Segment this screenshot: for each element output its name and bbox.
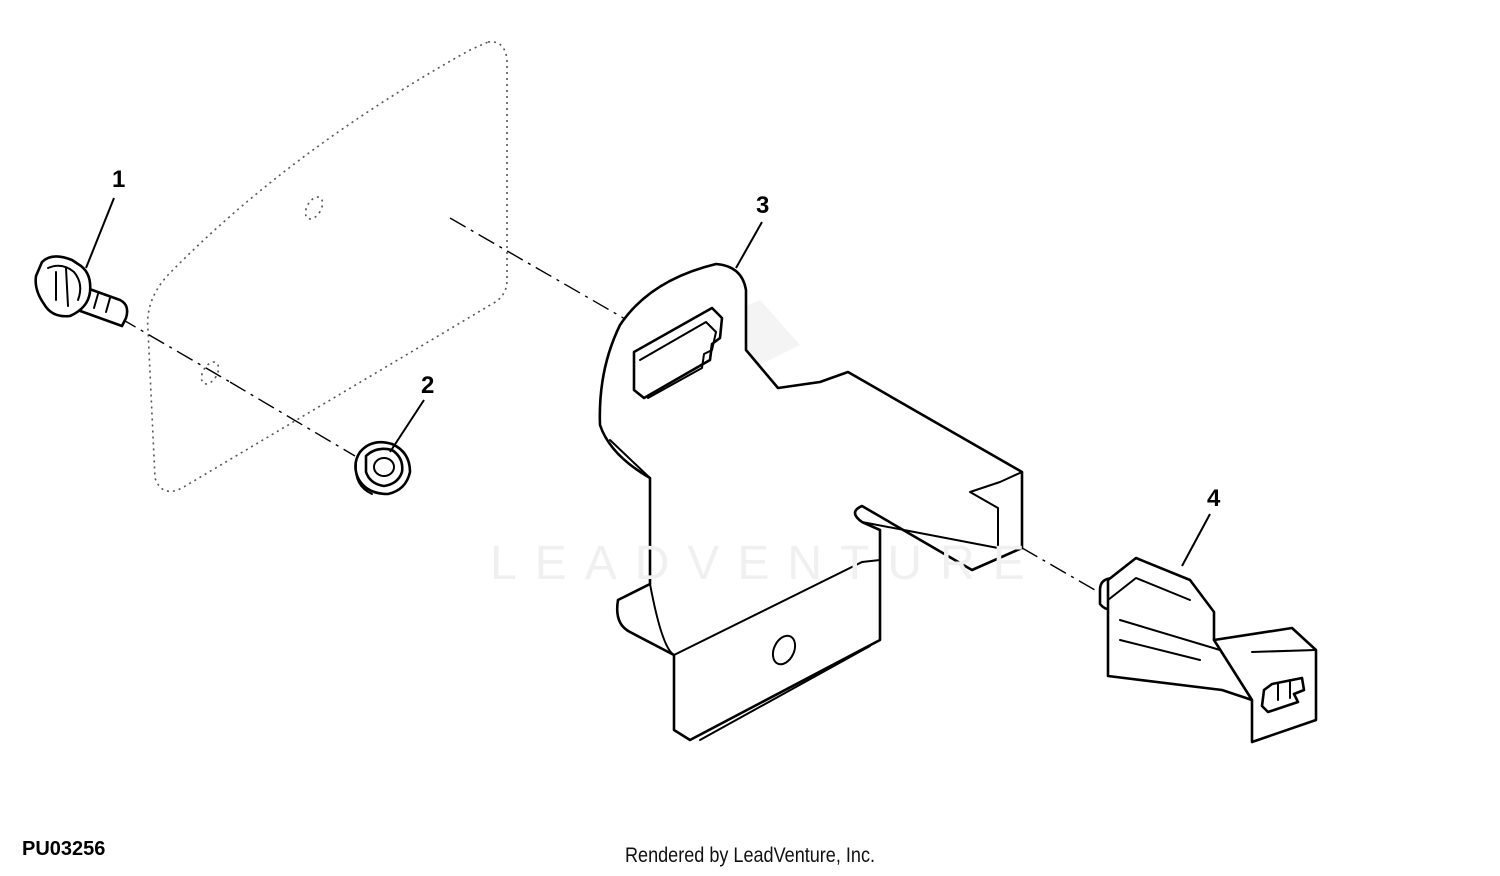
callout-3: 3: [756, 192, 770, 219]
switch-connector: [1098, 556, 1318, 744]
callout-4: 4: [1207, 485, 1221, 512]
render-credit: Rendered by LeadVenture, Inc.: [624, 844, 876, 867]
callout-leaders: [85, 197, 1211, 567]
watermark-text: LEADVENTURE: [490, 537, 1043, 590]
callout-1: 1: [112, 166, 126, 193]
reference-panel-outline: [146, 41, 508, 493]
diagram-id-code: PU03256: [22, 838, 106, 860]
flange-bolt: [34, 255, 129, 328]
mounting-bracket: [598, 262, 1024, 742]
callout-2: 2: [421, 372, 435, 399]
flange-nut: [354, 440, 412, 496]
